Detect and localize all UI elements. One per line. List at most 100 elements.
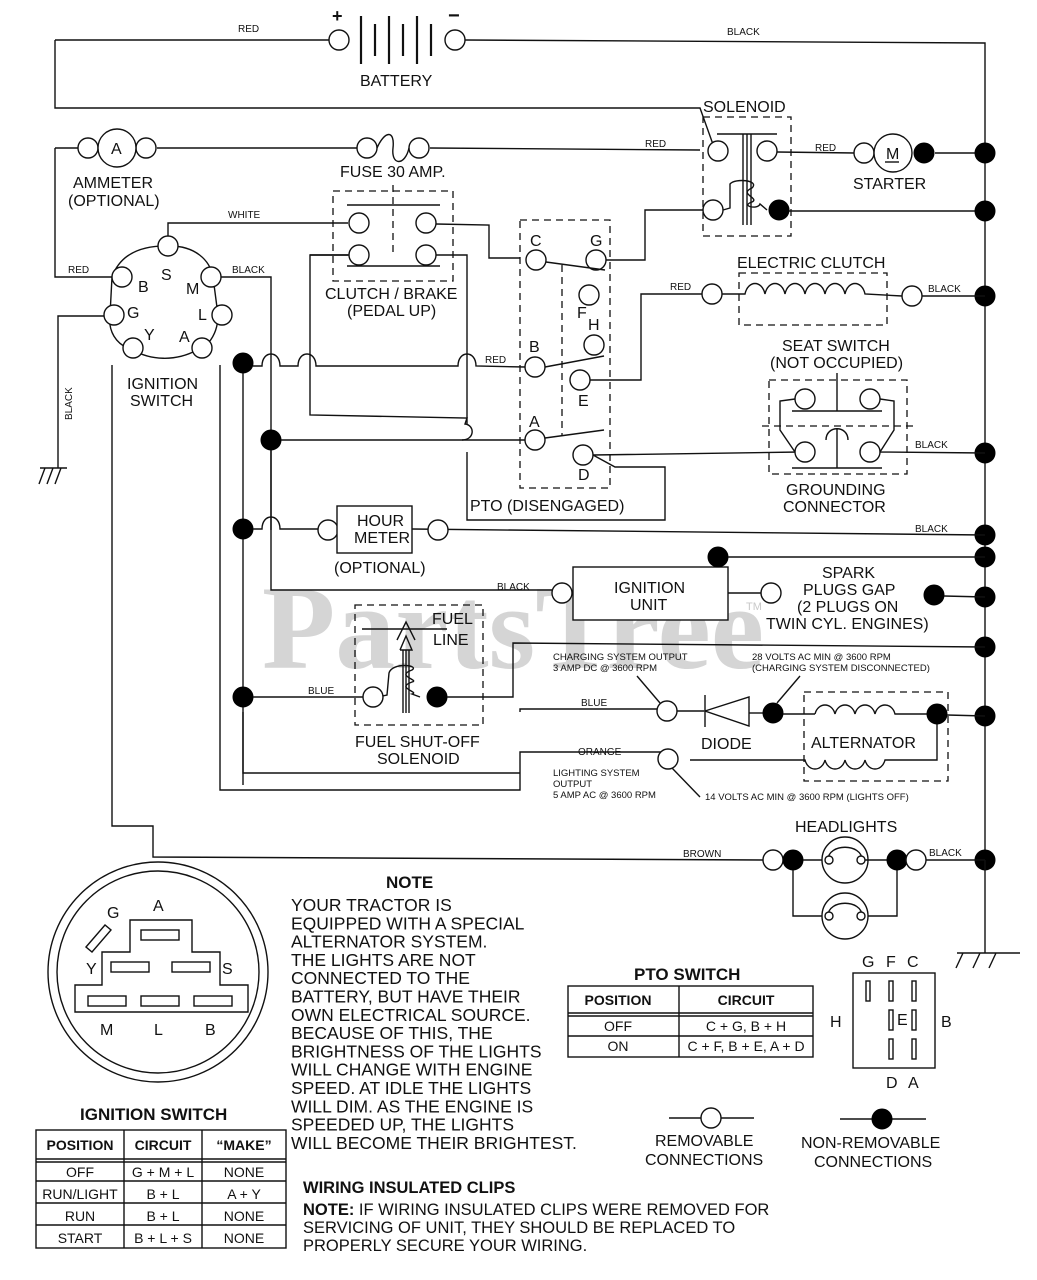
alternator-label: ALTERNATOR	[811, 735, 916, 752]
switch-face-label-s: S	[222, 961, 233, 978]
legend-non-removable: NON-REMOVABLE CONNECTIONS	[801, 1108, 940, 1171]
pto-table-cell: OFF	[604, 1018, 632, 1034]
wire-label-red: RED	[485, 355, 506, 366]
clutch-brake-label: CLUTCH / BRAKE	[325, 286, 457, 303]
wire-label-black: BLACK	[497, 582, 530, 593]
ammeter-optional-label: (OPTIONAL)	[68, 193, 160, 210]
battery-plus-sign: +	[332, 6, 343, 26]
pto-switch-face: G F C H E B D A	[830, 954, 952, 1092]
pto-table-cell: C + G, B + H	[706, 1018, 786, 1034]
ignition-table-cell: G + M + L	[132, 1164, 194, 1180]
spark-plugs-label-4: TWIN CYL. ENGINES)	[766, 616, 929, 633]
starter-label: STARTER	[853, 176, 926, 193]
wire-label-red: RED	[645, 139, 666, 150]
ignition-table-header: CIRCUIT	[135, 1137, 192, 1153]
headlights-label: HEADLIGHTS	[795, 819, 897, 836]
charging-volts-label-2: (CHARGING SYSTEM DISCONNECTED)	[752, 663, 930, 674]
pto-table-header: POSITION	[585, 992, 652, 1008]
legend-non-removable-label-2: CONNECTIONS	[814, 1154, 932, 1171]
battery: + − BATTERY RED BLACK	[54, 5, 986, 860]
spark-plugs: SPARK PLUGS GAP (2 PLUGS ON TWIN CYL. EN…	[766, 565, 929, 633]
note-line: YOUR TRACTOR IS	[291, 895, 452, 915]
ignition-table-cell: START	[58, 1230, 103, 1246]
battery-positive-terminal	[328, 29, 350, 51]
ignition-terminal-g: G	[127, 305, 139, 322]
ignition-terminal-m: M	[186, 281, 199, 298]
pto-label: PTO (DISENGAGED)	[470, 498, 624, 515]
charging-output-label: CHARGING SYSTEM OUTPUT	[553, 652, 688, 663]
pto-face-label-g: G	[862, 954, 874, 971]
electric-clutch: ELECTRIC CLUTCH RED BLACK	[670, 255, 985, 326]
note-line: BRIGHTNESS OF THE LIGHTS	[291, 1041, 542, 1061]
legend-removable: REMOVABLE CONNECTIONS	[645, 1107, 763, 1169]
ignition-unit: BLACK IGNITION UNIT	[497, 546, 986, 621]
battery-label: BATTERY	[360, 73, 433, 90]
solenoid-coil-icon	[722, 179, 768, 211]
pto-terminal-a: A	[529, 414, 540, 431]
wire-label-red: RED	[670, 282, 691, 293]
non-removable-connection-icon	[871, 1108, 893, 1130]
pto-terminal-g: G	[590, 233, 602, 250]
ignition-table-cell: B + L + S	[134, 1230, 192, 1246]
ignition-table-cell: NONE	[224, 1230, 264, 1246]
ignition-unit-label-2: UNIT	[630, 597, 668, 614]
fuse-icon	[376, 133, 410, 163]
clips-note-title: WIRING INSULATED CLIPS	[303, 1179, 515, 1197]
ignition-table-cell: NONE	[224, 1208, 264, 1224]
clutch-brake-switch: CLUTCH / BRAKE (PEDAL UP)	[310, 185, 520, 424]
wire-label-red: RED	[68, 265, 89, 276]
watermark-trademark: TM	[746, 601, 762, 613]
headlight-bulb-icon	[821, 836, 869, 884]
lighting-output-label: LIGHTING SYSTEM	[553, 768, 640, 779]
switch-slot-icon	[85, 924, 233, 1007]
ignition-table-cell: NONE	[224, 1164, 264, 1180]
note-line: WILL DIM. AS THE ENGINE IS	[291, 1096, 533, 1116]
fuel-line-label: FUEL	[432, 611, 473, 628]
ammeter-symbol: A	[111, 141, 122, 158]
lights-off-voltage-label: 14 VOLTS AC MIN @ 3600 RPM (LIGHTS OFF)	[705, 792, 909, 803]
ignition-switch: S B M G L Y A IGNITION SWITCH RED BLACK …	[38, 210, 766, 861]
wire-label-black: BLACK	[915, 440, 948, 451]
removable-connection-icon	[700, 1107, 722, 1129]
fuel-line-label-2: LINE	[433, 632, 469, 649]
ground-symbol-icon	[955, 952, 1020, 969]
pto-terminal-b: B	[529, 339, 540, 356]
ignition-switch-table: IGNITION SWITCH POSITION CIRCUIT “MAKE” …	[35, 1105, 287, 1249]
solenoid-label: SOLENOID	[703, 99, 786, 116]
wire-label-black: BLACK	[928, 284, 961, 295]
spark-plugs-label-2: PLUGS GAP	[803, 582, 895, 599]
pto-table-cell: C + F, B + E, A + D	[687, 1038, 804, 1054]
pto-slot-icon	[865, 980, 917, 1060]
note-line: BATTERY, BUT HAVE THEIR	[291, 987, 521, 1007]
ignition-switch-face: G A Y S M L B	[47, 861, 269, 1083]
ignition-table-cell: RUN/LIGHT	[42, 1186, 118, 1202]
switch-face-label-a: A	[153, 898, 164, 915]
grounding-connector-label-2: CONNECTOR	[783, 499, 886, 516]
battery-cells-icon	[359, 16, 433, 64]
note-line: EQUIPPED WITH A SPECIAL	[291, 913, 525, 933]
pto-switch: C G F H B E A D PTO (DISENGAGED)	[466, 209, 801, 521]
diode-label: DIODE	[701, 736, 752, 753]
charging-output-label-2: 3 AMP DC @ 3600 RPM	[553, 663, 657, 674]
grounding-connector-label: GROUNDING	[786, 482, 886, 499]
wire-label-black: BLACK	[727, 27, 760, 38]
wire-label-black: BLACK	[915, 524, 948, 535]
switch-face-label-b: B	[205, 1022, 216, 1039]
starter-motor-icon	[873, 133, 913, 173]
ignition-table-cell: OFF	[66, 1164, 94, 1180]
hour-meter-label-2: METER	[354, 530, 410, 547]
electric-clutch-label: ELECTRIC CLUTCH	[737, 255, 885, 272]
ground-bus	[955, 142, 1020, 969]
spark-plugs-label-3: (2 PLUGS ON	[797, 599, 898, 616]
note-line: WILL CHANGE WITH ENGINE	[291, 1060, 532, 1080]
ignition-terminal-s: S	[161, 267, 172, 284]
note-line: OWN ELECTRICAL SOURCE.	[291, 1005, 531, 1025]
hour-meter: HOUR METER (OPTIONAL) BLACK	[317, 505, 948, 577]
ignition-table-cell: B + L	[146, 1208, 179, 1224]
diode-icon	[702, 695, 750, 727]
hour-meter-label: HOUR	[357, 513, 404, 530]
ammeter: A AMMETER (OPTIONAL)	[54, 128, 701, 278]
ignition-table-cell: B + L	[146, 1186, 179, 1202]
clips-note-line-1: NOTE: IF WIRING INSULATED CLIPS WERE REM…	[303, 1201, 769, 1219]
